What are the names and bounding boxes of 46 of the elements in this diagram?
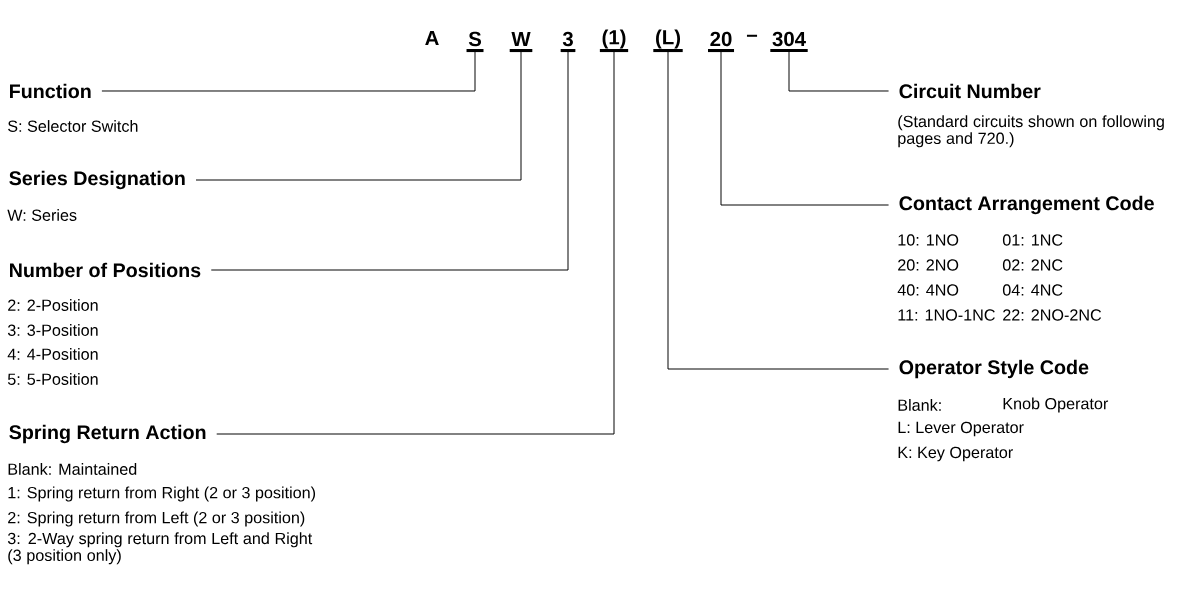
dash: –	[746, 34, 758, 37]
heading: Circuit Number	[899, 83, 1041, 99]
option-text: 2: 2-Position	[8, 299, 98, 311]
option-text: 10: 1NO	[898, 234, 959, 246]
leader-line	[101, 50, 476, 92]
option-text: Blank: Maintained	[8, 463, 137, 475]
leader-line	[216, 50, 615, 435]
option-text: L: Lever Operator	[898, 421, 1024, 437]
option-text: 3: 3-Position	[7, 324, 98, 336]
leader-line	[788, 50, 890, 92]
option-text: 04: 4NC	[1002, 284, 1063, 296]
leader-line	[667, 50, 890, 370]
leader-line	[195, 50, 522, 181]
heading: Series Designation	[9, 170, 185, 190]
option-text: 11: 1NO-1NC	[898, 309, 995, 321]
option-text: S: Selector Switch	[8, 120, 138, 132]
underlined-code: W	[509, 32, 533, 53]
heading: Function	[10, 83, 91, 99]
option-text: 01: 1NC	[1002, 234, 1063, 246]
option-text: K: Key Operator	[898, 446, 1013, 462]
option-text: 20: 2NO	[898, 259, 959, 271]
leader-line	[210, 50, 569, 271]
option-text: 3: 2-Way spring return from Left and Right (3 position only)	[7, 532, 313, 565]
option-text: Knob Operator	[1003, 397, 1109, 413]
option-text: 02: 2NC	[1002, 259, 1063, 271]
leader-line	[720, 50, 890, 206]
option-text: (Standard circuits shown on following pages and 720.)	[898, 115, 1164, 148]
underlined-code: 20	[708, 31, 735, 53]
heading: Number of Positions	[10, 262, 201, 278]
option-text: Blank:	[898, 399, 941, 411]
heading: Spring Return Action	[9, 424, 206, 444]
underlined-code: 3	[560, 31, 576, 53]
heading: Contact Arrangement Code	[899, 195, 1154, 215]
code-letter: A	[425, 31, 439, 45]
option-text: 1: Spring return from Right (2 or 3 position)	[8, 486, 316, 502]
option-text: 22: 2NO-2NC	[1003, 309, 1102, 321]
option-text: 5: 5-Position	[7, 373, 98, 385]
option-text: W: Series	[7, 209, 77, 221]
underlined-code: (1)	[599, 29, 629, 53]
underlined-code: 304	[770, 31, 808, 53]
option-text: 4: 4-Position	[7, 348, 98, 360]
option-text: 40: 4NO	[897, 284, 959, 296]
option-text: 2: Spring return from Left (2 or 3 position)	[8, 511, 305, 527]
underlined-code: (L)	[653, 29, 683, 53]
heading: Operator Style Code	[899, 359, 1089, 379]
underlined-code: S	[466, 31, 484, 53]
